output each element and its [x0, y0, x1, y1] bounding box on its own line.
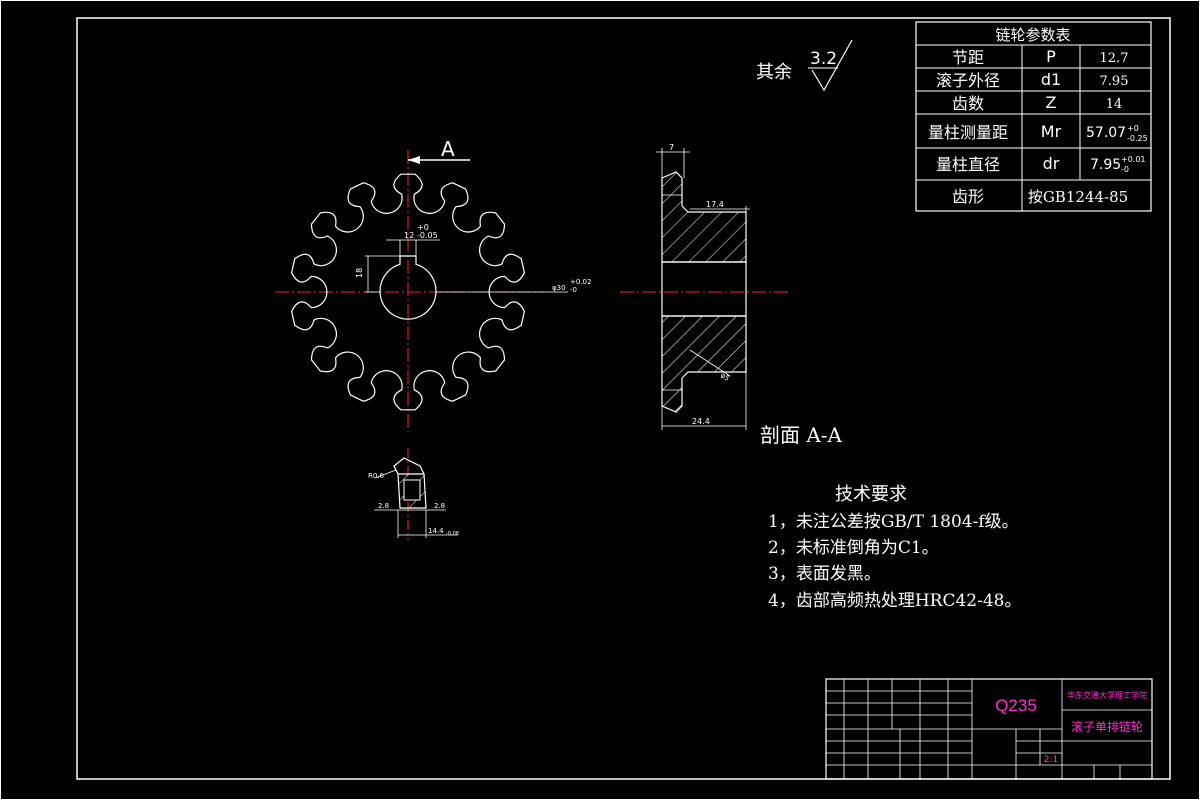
tooth-width-tol: -0.08 [446, 531, 459, 537]
param-value-dr: 7.95 [1090, 157, 1121, 173]
param-symbol-roller: d1 [1041, 70, 1061, 89]
key-width: 12 [404, 231, 414, 240]
tooth-right: 2.8 [434, 502, 445, 510]
section-view: 7 17.4 24.4 φ5 剖面 A-A [620, 143, 843, 447]
tech-item-2: 2，未标准倒角为C1。 [768, 538, 939, 558]
front-view: A 12 +0 -0.05 18 φ30 +0.02 -0 [275, 137, 591, 432]
param-symbol-dr: dr [1043, 154, 1060, 173]
tech-requirements: 技术要求 1，未注公差按GB/T 1804-f级。 2，未标准倒角为C1。 3，… [768, 484, 1021, 611]
param-tol-low-mr: -0.25 [1127, 134, 1148, 143]
param-table: 链轮参数表 节距 P 12.7 滚子外径 d1 7.95 齿数 Z 14 量柱测… [915, 21, 1152, 212]
param-symbol-teeth: Z [1046, 93, 1057, 112]
dim-top: 7 [669, 143, 674, 152]
section-lower [661, 315, 747, 413]
param-name-teeth: 齿数 [952, 94, 984, 113]
param-table-title: 链轮参数表 [995, 26, 1070, 44]
param-name-mr: 量柱测量距 [928, 123, 1008, 142]
title-block [825, 678, 1153, 780]
roughness-value: 3.2 [810, 49, 837, 69]
dim-diag: φ5 [719, 371, 731, 383]
title-school: 华东交通大学理工学院 [1067, 690, 1147, 700]
key-depth: 18 [355, 268, 364, 278]
tooth-form-name: 齿形 [952, 187, 984, 206]
section-upper [661, 171, 747, 263]
tooth-detail: R0.6 2.8 2.8 14.4 -0.08 [368, 448, 459, 540]
bore-keyway [379, 255, 437, 320]
tech-item-3: 3，表面发黑。 [768, 564, 881, 584]
param-value-roller: 7.95 [1100, 74, 1129, 89]
param-name-pitch: 节距 [952, 48, 984, 67]
section-mark: A [441, 137, 455, 161]
tooth-width: 14.4 [428, 527, 444, 535]
tech-title: 技术要求 [835, 484, 907, 505]
key-width-tol-up: +0 [417, 223, 429, 232]
param-value-pitch: 12.7 [1100, 51, 1129, 66]
param-tol-up-dr: +0.01 [1121, 155, 1146, 164]
title-material: Q235 [995, 696, 1037, 715]
section-title: 剖面 A-A [760, 423, 843, 447]
param-tol-up-mr: +0 [1127, 124, 1139, 133]
bore-tol-up: +0.02 [570, 278, 591, 286]
inner-border [76, 17, 1171, 780]
roughness-label: 其余 [756, 62, 792, 83]
param-value-mr: 57.07 [1086, 125, 1126, 141]
bore-dim: φ30 [552, 284, 566, 292]
param-value-teeth: 14 [1106, 97, 1123, 112]
param-symbol-pitch: P [1046, 47, 1056, 66]
param-name-dr: 量柱直径 [936, 155, 1000, 174]
param-name-roller: 滚子外径 [936, 71, 1000, 90]
tooth-form-value: 按GB1244-85 [1028, 188, 1128, 206]
tooth-radius: R0.6 [368, 472, 385, 480]
bore-tol-low: -0 [570, 286, 577, 294]
param-symbol-mr: Mr [1041, 122, 1062, 141]
tooth-left: 2.8 [378, 502, 389, 510]
title-part-name: 滚子单排链轮 [1071, 719, 1143, 734]
tech-item-1: 1，未注公差按GB/T 1804-f级。 [768, 512, 1019, 532]
dim-hub: 17.4 [706, 200, 724, 209]
sprocket-tooth-outline [290, 173, 526, 411]
tech-item-4: 4，齿部高频热处理HRC42-48。 [768, 591, 1021, 611]
title-scale: 2:1 [1044, 755, 1058, 765]
dim-bottom: 24.4 [692, 417, 710, 426]
key-width-tol-low: -0.05 [417, 231, 438, 240]
roughness-symbol: 其余 3.2 [756, 39, 853, 92]
param-tol-low-dr: -0 [1121, 165, 1129, 174]
